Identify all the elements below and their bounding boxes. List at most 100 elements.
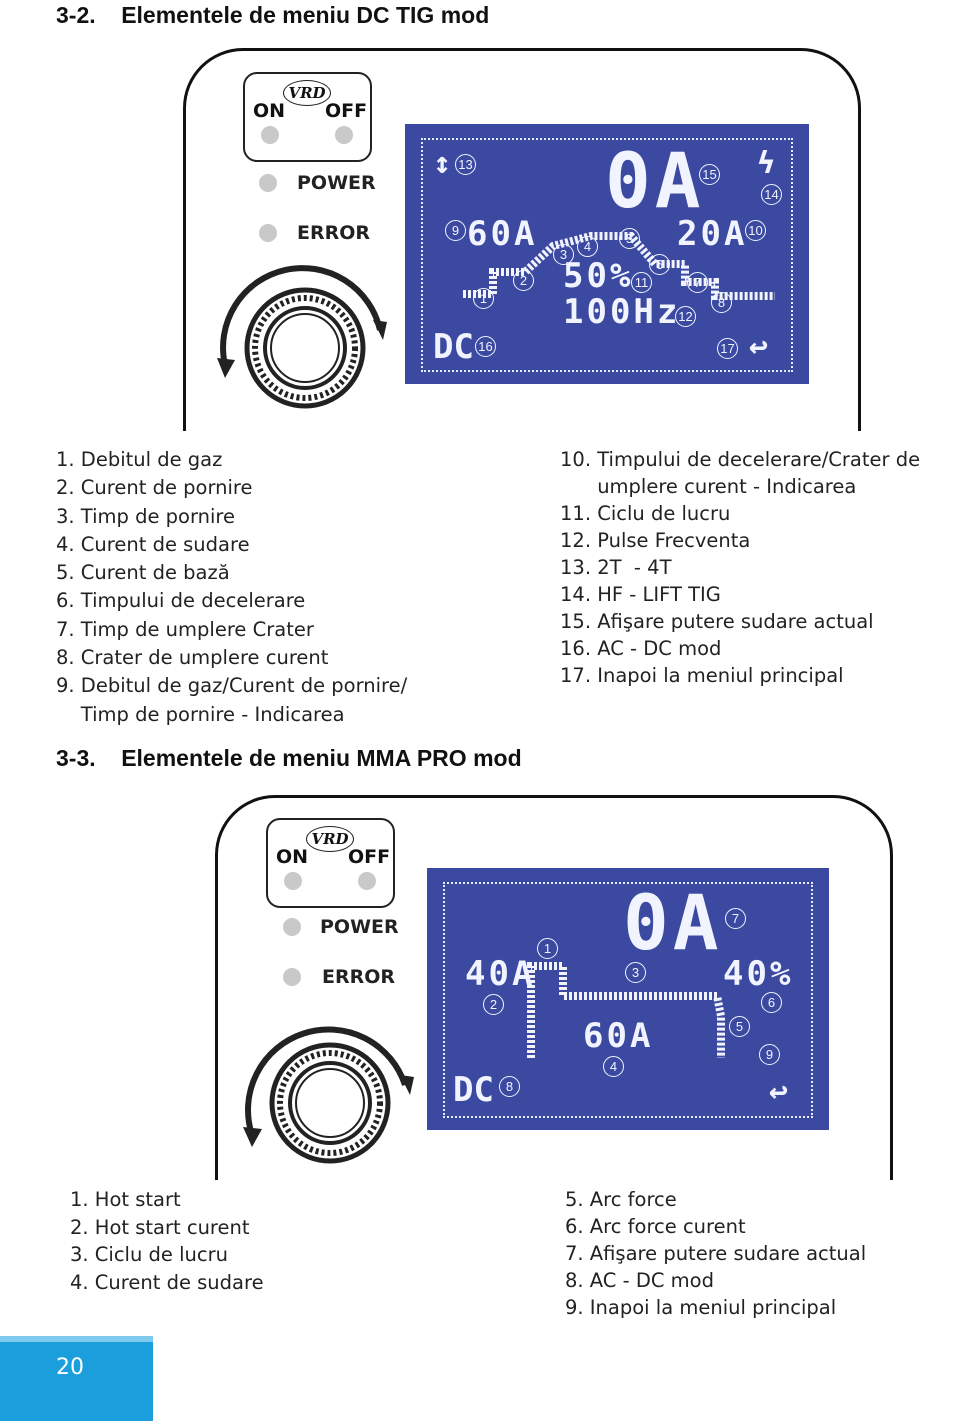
vrd-off-led xyxy=(335,126,353,144)
marker-10: 10 xyxy=(745,220,766,241)
legend-list-mma-left: 1. Hot start 2. Hot start curent 3. Cicl… xyxy=(70,1186,264,1296)
legend-item: 1. Debitul de gaz xyxy=(56,448,223,471)
marker-6: 6 xyxy=(761,992,782,1013)
lcd-frame xyxy=(443,882,813,1118)
marker-1: 1 xyxy=(473,288,494,309)
legend-list-dc-tig-right: 10. Timpului de decelerare/Crater de ump… xyxy=(560,446,920,689)
vrd-off-led xyxy=(358,872,376,890)
lcd-big-current: 0A xyxy=(605,136,705,225)
legend-item: 4. Curent de sudare xyxy=(56,532,250,556)
legend-item: umplere curent - Indicarea xyxy=(560,475,857,498)
vrd-logo: VRD xyxy=(283,80,331,106)
vrd-switch: VRD ON OFF xyxy=(266,818,395,908)
footer-stripe xyxy=(0,1336,153,1342)
lcd-start-current: 60A xyxy=(467,214,538,254)
legend-item: 1. Hot start xyxy=(70,1188,181,1211)
marker-9: 9 xyxy=(445,220,466,241)
marker-15: 15 xyxy=(699,164,720,185)
marker-4: 4 xyxy=(577,236,598,257)
legend-item: 9. Debitul de gaz/Curent de pornire/ xyxy=(56,674,408,698)
legend-item: 11. Ciclu de lucru xyxy=(560,502,731,525)
error-label: ERROR xyxy=(297,222,371,244)
legend-item: 12. Pulse Frecventa xyxy=(560,529,751,552)
control-knob[interactable] xyxy=(240,1015,420,1170)
legend-item: 15. Afişare putere sudare actual xyxy=(560,610,874,633)
lcd-frequency: 100Hz xyxy=(563,292,681,332)
vrd-on-led xyxy=(284,872,302,890)
legend-item: 8. Crater de umplere curent xyxy=(56,646,329,670)
lcd-duty-cycle: 50% xyxy=(563,256,634,296)
lcd-mode: DC xyxy=(453,1070,494,1110)
legend-item: 6. Arc force curent xyxy=(565,1215,746,1238)
legend-item: 17. Inapoi la meniul principal xyxy=(560,664,844,687)
legend-item: 16. AC - DC mod xyxy=(560,637,722,660)
lcd-big-current: 0A xyxy=(623,878,723,967)
marker-4: 4 xyxy=(603,1056,624,1077)
lcd-waveform xyxy=(527,962,725,1058)
marker-5: 5 xyxy=(729,1016,750,1037)
marker-7: 7 xyxy=(725,908,746,929)
legend-item: 10. Timpului de decelerare/Crater de xyxy=(560,448,921,471)
vrd-on-label: ON xyxy=(253,100,286,122)
vrd-off-label: OFF xyxy=(325,100,368,122)
legend-item: 4. Curent de sudare xyxy=(70,1270,264,1294)
marker-14: 14 xyxy=(761,184,782,205)
marker-11: 11 xyxy=(631,272,652,293)
marker-1: 1 xyxy=(537,938,558,959)
legend-item: 5. Arc force xyxy=(565,1188,677,1211)
marker-8: 8 xyxy=(499,1076,520,1097)
power-led xyxy=(283,918,301,936)
lcd-2t-4t-icon: ↕ xyxy=(433,146,452,181)
legend-list-dc-tig-left: 1. Debitul de gaz 2. Curent de pornire 3… xyxy=(56,446,407,729)
marker-9: 9 xyxy=(759,1044,780,1065)
marker-2: 2 xyxy=(483,994,504,1015)
control-knob[interactable] xyxy=(215,265,395,420)
legend-item: 2. Curent de pornire xyxy=(56,476,253,500)
lcd-return-icon[interactable]: ↩ xyxy=(769,1072,789,1110)
legend-item: 7. Afişare putere sudare actual xyxy=(565,1242,867,1265)
vrd-on-label: ON xyxy=(276,846,309,868)
error-led xyxy=(283,968,301,986)
legend-item: 13. 2T - 4T xyxy=(560,556,672,579)
lcd-hot-start-current: 40A xyxy=(465,954,536,994)
section-heading-dc-tig: 3-2. Elementele de meniu DC TIG mod xyxy=(56,2,490,28)
marker-16: 16 xyxy=(475,336,496,357)
marker-2: 2 xyxy=(513,270,534,291)
lcd-mode: DC xyxy=(433,327,474,367)
legend-item: Timp de pornire - Indicarea xyxy=(56,702,345,726)
power-label: POWER xyxy=(320,916,399,938)
vrd-logo: VRD xyxy=(306,826,354,852)
legend-item: 2. Hot start curent xyxy=(70,1215,250,1239)
legend-item: 9. Inapoi la meniul principal xyxy=(565,1296,837,1319)
page-number: 20 xyxy=(56,1355,84,1380)
vrd-off-label: OFF xyxy=(348,846,391,868)
vrd-switch: VRD ON OFF xyxy=(243,72,372,162)
marker-6: 6 xyxy=(649,254,670,275)
legend-item: 3. Timp de pornire xyxy=(56,504,236,528)
power-label: POWER xyxy=(297,172,376,194)
lcd-weld-current: 60A xyxy=(583,1016,654,1056)
legend-item: 14. HF - LIFT TIG xyxy=(560,583,721,606)
section-heading-mma-pro: 3-3. Elementele de meniu MMA PRO mod xyxy=(56,745,522,771)
lcd-return-icon[interactable]: ↩ xyxy=(749,327,769,365)
lcd-base-current: 20A xyxy=(677,214,748,254)
lcd-hf-lift-icon: ϟ xyxy=(757,146,776,181)
legend-item: 5. Curent de bază xyxy=(56,561,230,585)
error-led xyxy=(259,224,277,242)
lcd-frame xyxy=(421,138,793,372)
lcd-arc-force: 40% xyxy=(723,954,794,994)
marker-12: 12 xyxy=(675,306,696,327)
page-footer-tab xyxy=(0,1336,153,1421)
marker-8: 8 xyxy=(711,292,732,313)
legend-item: 8. AC - DC mod xyxy=(565,1269,714,1292)
marker-7: 7 xyxy=(687,272,708,293)
marker-3: 3 xyxy=(553,244,574,265)
marker-13: 13 xyxy=(455,154,476,175)
power-led xyxy=(259,174,277,192)
legend-list-mma-right: 5. Arc force 6. Arc force curent 7. Afiş… xyxy=(565,1186,866,1321)
legend-item: 6. Timpului de decelerare xyxy=(56,589,306,613)
lcd-display-dc-tig: ↕ 0A ϟ 60A 20A 50% 100Hz DC ↩ 13 15 14 9… xyxy=(405,124,809,384)
marker-17: 17 xyxy=(717,338,738,359)
error-label: ERROR xyxy=(322,966,396,988)
marker-3: 3 xyxy=(625,962,646,983)
